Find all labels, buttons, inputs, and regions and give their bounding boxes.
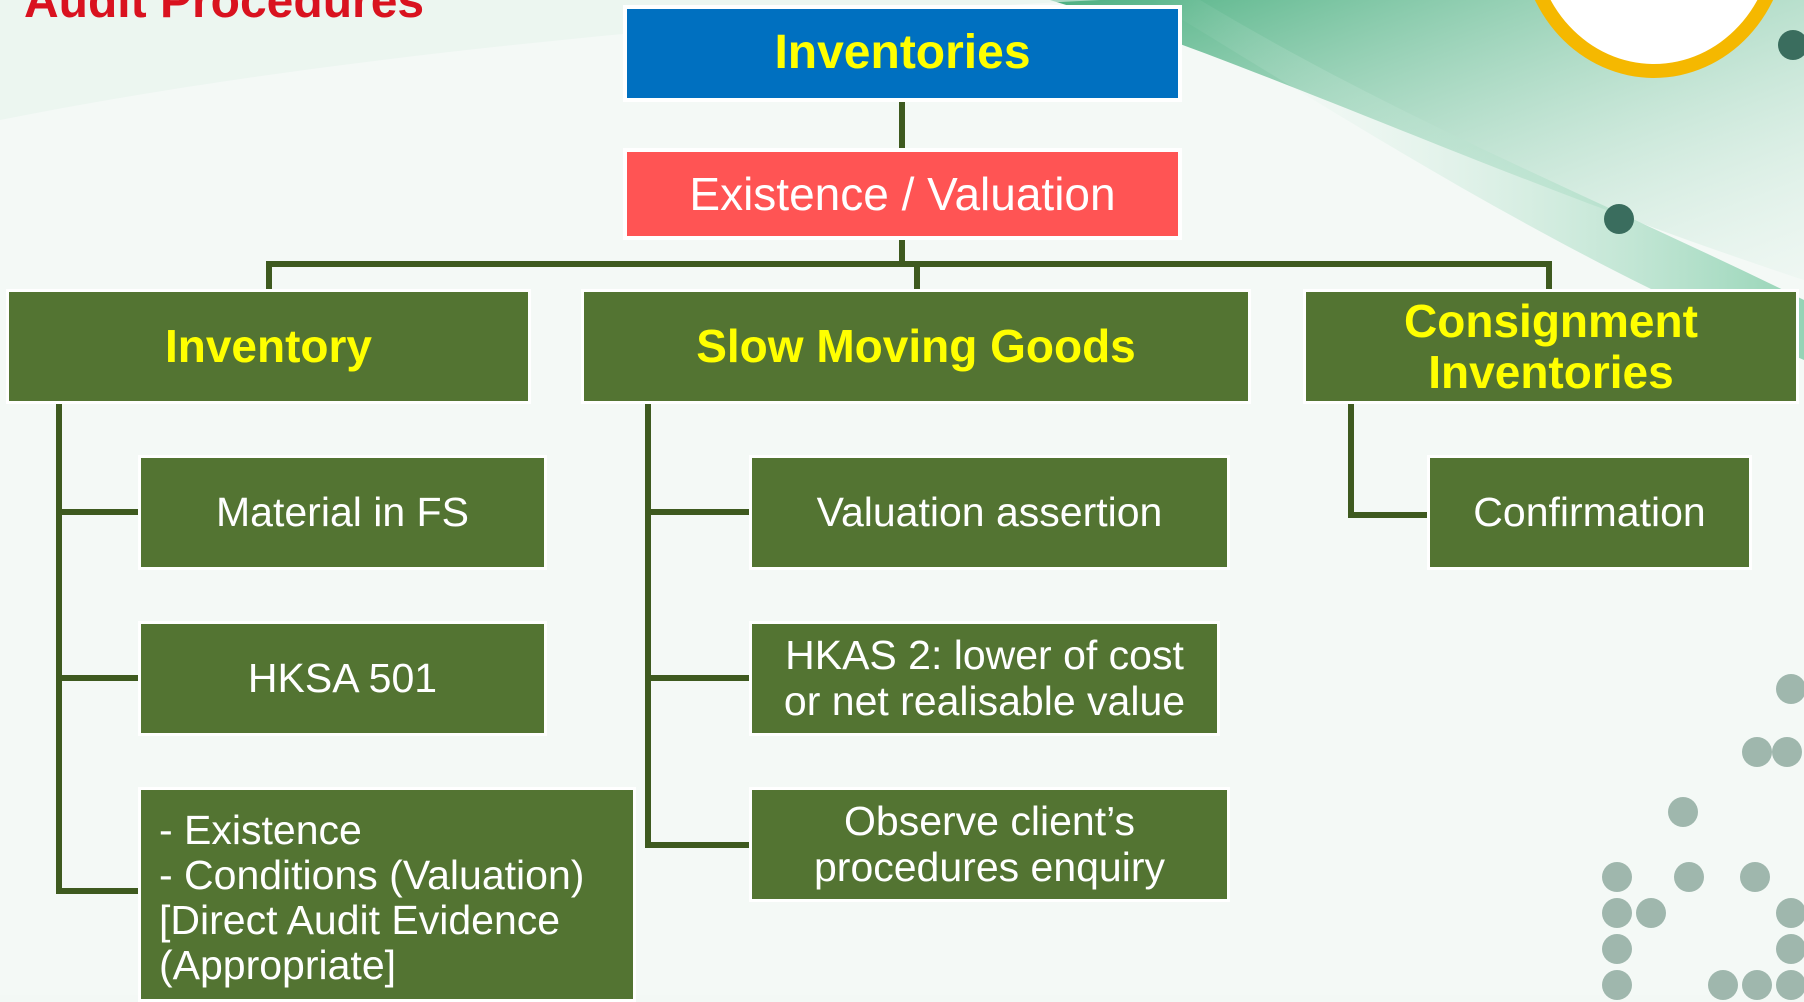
leaf-hkas-2: HKAS 2: lower of cost or net realisable … [749, 621, 1220, 736]
branch-label-line: Inventories [1428, 345, 1674, 398]
decorative-dot [1708, 970, 1738, 1000]
leaf-line: Observe client’s [844, 798, 1135, 845]
leaf-line: procedures enquiry [814, 843, 1165, 890]
connector-slow-moving-spine [645, 404, 651, 848]
connector-slow-moving-leaf [645, 675, 751, 681]
connector-slow-moving-leaf [645, 842, 751, 848]
connector-consignment-leaf [1348, 512, 1430, 518]
decorative-dot [1636, 898, 1666, 928]
branch-inventory: Inventory [6, 289, 531, 404]
decorative-dot [1778, 30, 1804, 60]
decorative-dot [1602, 862, 1632, 892]
root-node-inventories: Inventories [623, 5, 1182, 102]
connector-inventory-leaf [56, 675, 140, 681]
decorative-dot [1602, 934, 1632, 964]
leaf-valuation-assertion: Valuation assertion [749, 455, 1230, 570]
connector-branch-bus [266, 261, 1552, 267]
leaf-line: HKAS 2: lower of cost [785, 632, 1184, 679]
leaf-line: or net realisable value [783, 677, 1186, 724]
connector-bus-to-inventory [266, 261, 272, 289]
decorative-dot [1776, 934, 1804, 964]
branch-consignment-inventories: Consignment Inventories [1303, 289, 1799, 404]
branch-slow-moving-goods: Slow Moving Goods [581, 289, 1251, 404]
leaf-existence-conditions: - Existence - Conditions (Valuation) [Di… [138, 787, 636, 1002]
connector-assertion-to-bus [899, 240, 905, 264]
decorative-dot [1602, 970, 1632, 1000]
leaf-line: (Appropriate] [159, 942, 397, 989]
connector-root-to-assertion [899, 102, 905, 150]
connector-bus-to-slow-moving [914, 261, 920, 289]
decorative-dot [1776, 970, 1804, 1000]
connector-slow-moving-leaf [645, 509, 751, 515]
connector-bus-to-consignment [1546, 261, 1552, 289]
decorative-dot [1776, 898, 1804, 928]
leaf-material-in-fs: Material in FS [138, 455, 547, 570]
leaf-line: [Direct Audit Evidence [159, 897, 561, 944]
connector-inventory-spine [56, 404, 62, 894]
leaf-line: - Conditions (Valuation) [159, 852, 585, 899]
slide-heading: Audit Procedures [24, 0, 425, 28]
leaf-observe-procedures: Observe client’s procedures enquiry [749, 787, 1230, 902]
decorative-dot [1604, 204, 1634, 234]
branch-label-line: Consignment [1404, 294, 1698, 347]
decorative-dot [1668, 797, 1698, 827]
decorative-dot [1674, 862, 1704, 892]
connector-inventory-leaf [56, 509, 140, 515]
assertion-node: Existence / Valuation [623, 148, 1182, 240]
decorative-dot [1740, 862, 1770, 892]
decorative-dot [1776, 674, 1804, 704]
decorative-dot [1742, 737, 1772, 767]
decorative-dot [1602, 898, 1632, 928]
connector-consignment-spine [1348, 404, 1354, 518]
leaf-confirmation: Confirmation [1427, 455, 1752, 570]
decorative-dot [1742, 970, 1772, 1000]
connector-inventory-leaf [56, 888, 140, 894]
leaf-hksa-501: HKSA 501 [138, 621, 547, 736]
leaf-line: - Existence [159, 807, 362, 853]
decorative-dot [1772, 737, 1802, 767]
